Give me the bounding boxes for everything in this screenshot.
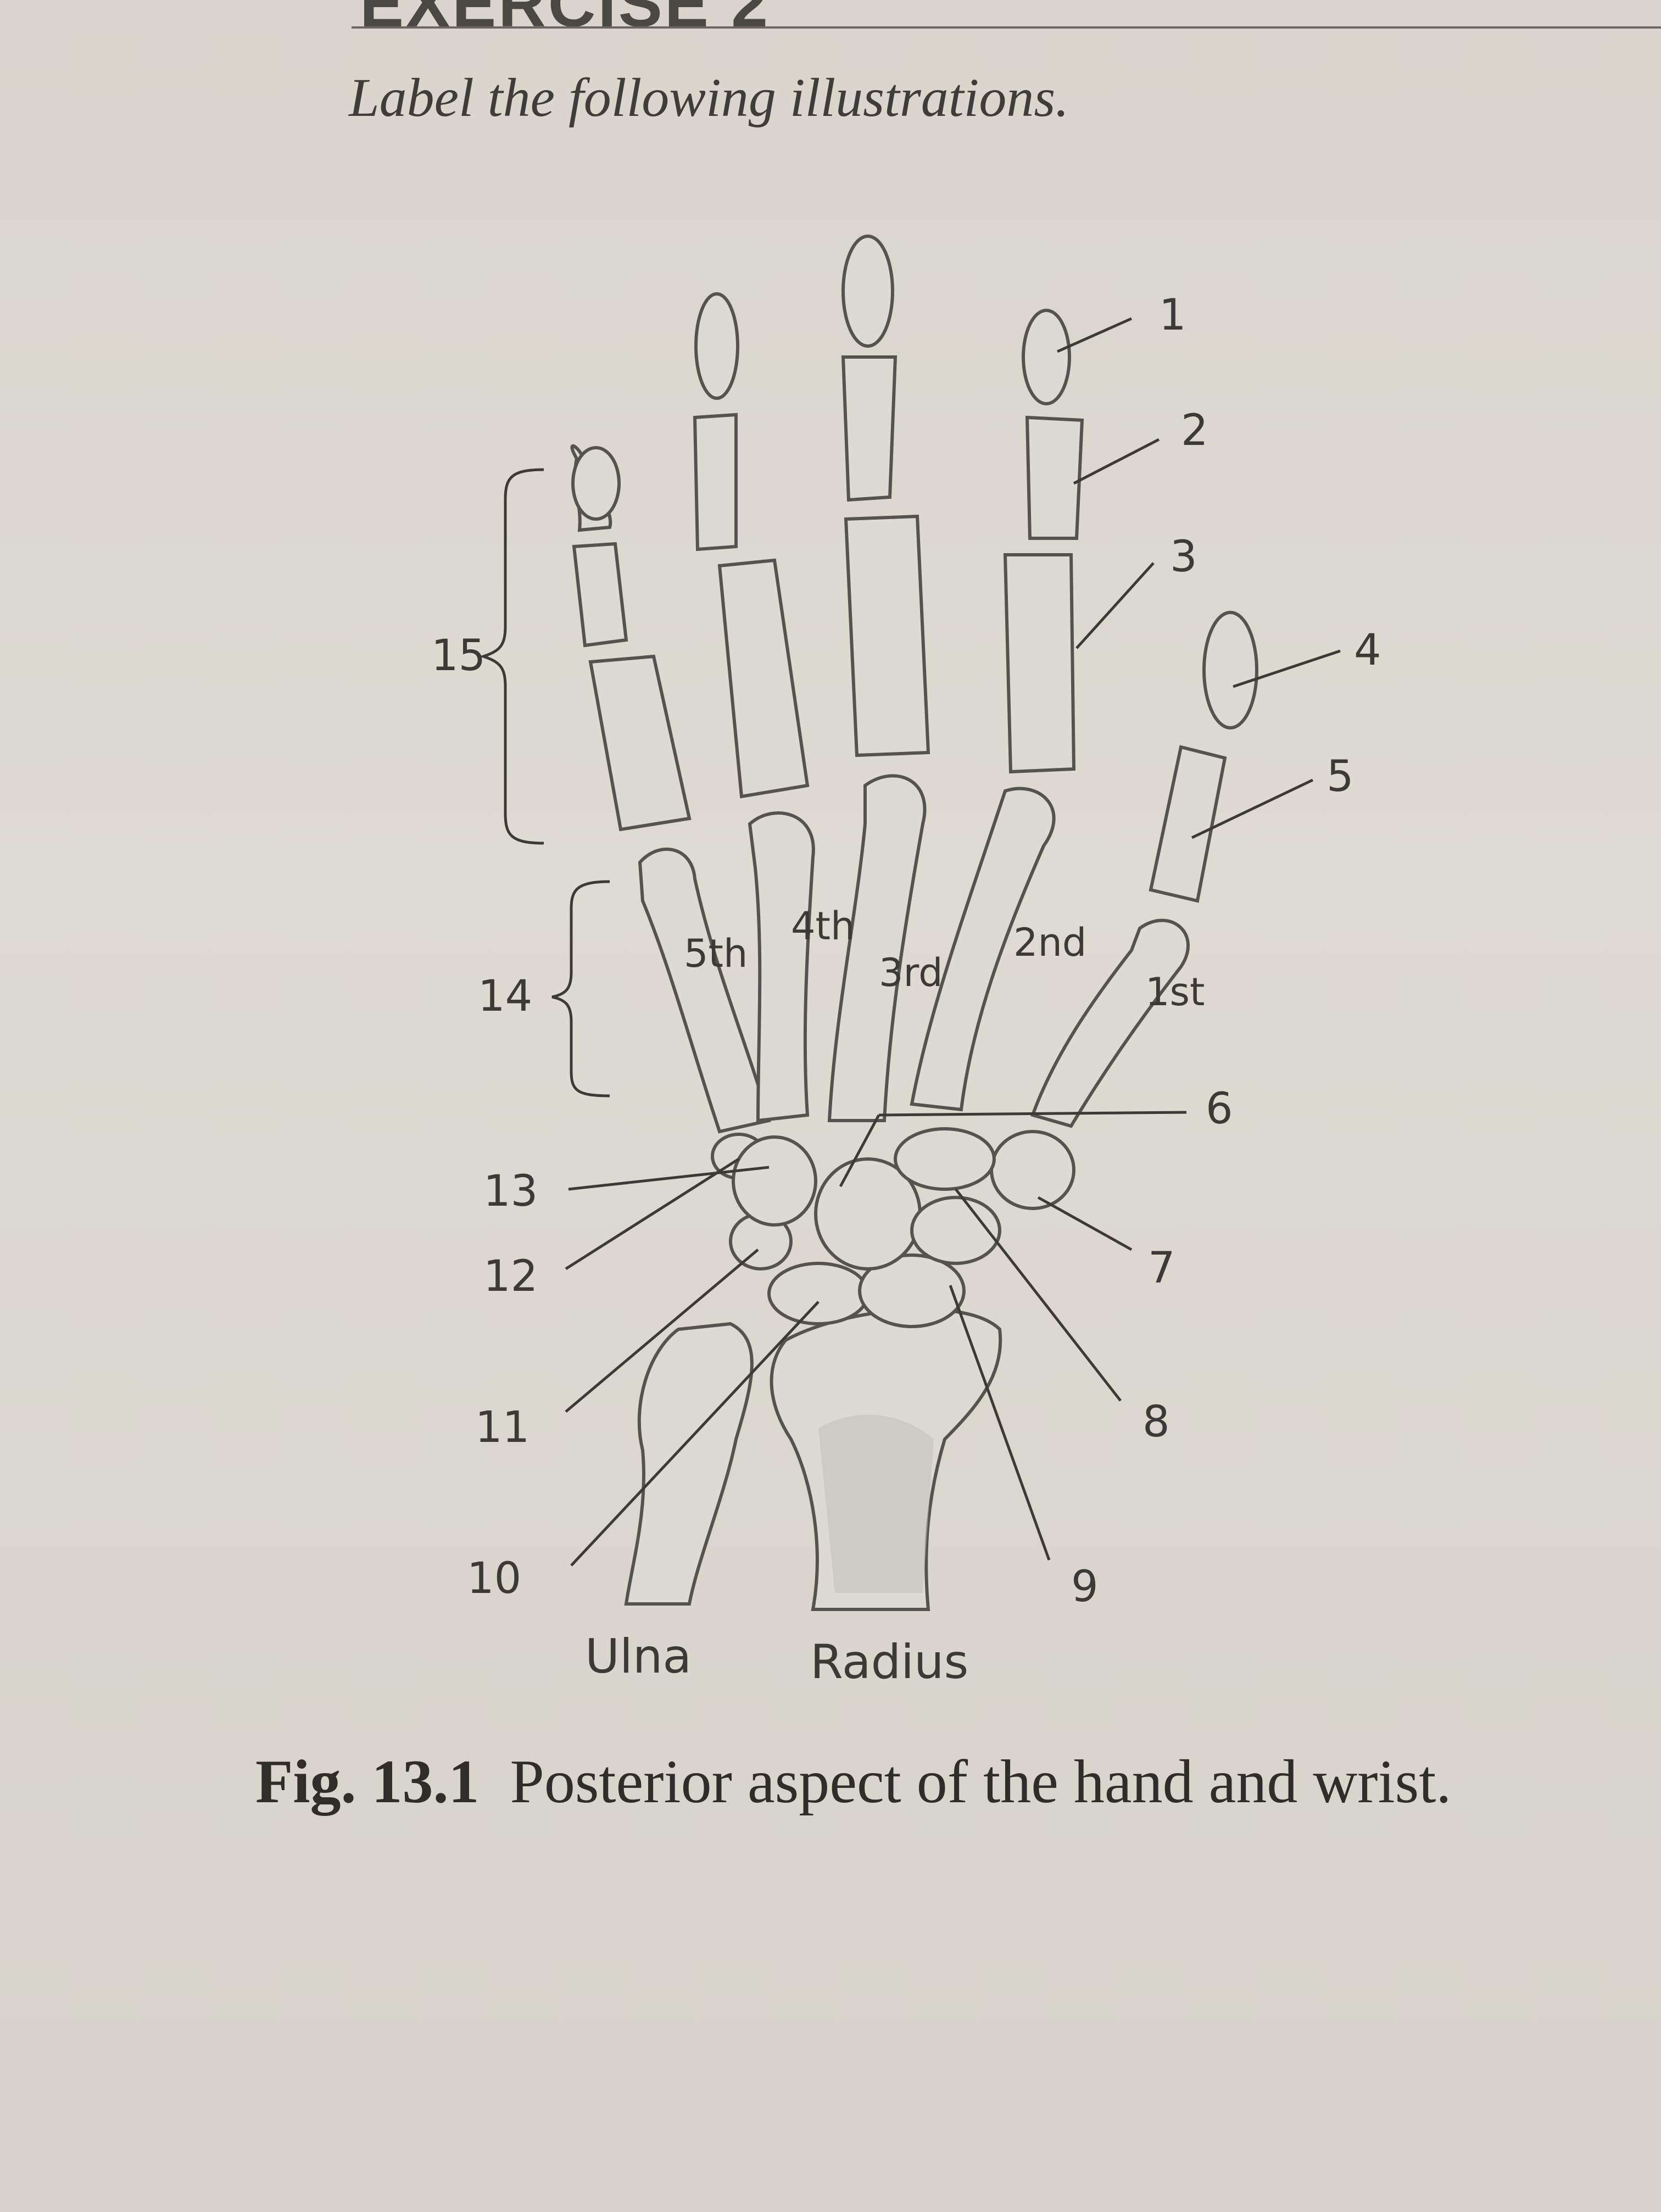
label-11: 11 [475,1403,529,1452]
label-1: 1 [1159,291,1186,340]
third-metacarpal [827,774,927,1122]
ulna-bone [624,1322,754,1606]
second-distal-phalanx [1022,309,1071,405]
metacarpal-label-4th: 4th [791,904,855,949]
radius-bone [770,1307,1002,1611]
third-middle-phalanx [841,355,898,502]
label-5: 5 [1326,752,1354,801]
figure-caption-text: Posterior aspect of the hand and wrist. [510,1748,1452,1816]
metacarpal-label-3rd: 3rd [879,950,943,995]
first-distal-phalanx [1202,611,1258,729]
exercise-heading: EXERCISE 2 [360,0,770,41]
label-13: 13 [483,1167,538,1216]
lunate-bone [767,1262,869,1325]
second-metacarpal [910,787,1056,1112]
label-7: 7 [1148,1244,1175,1293]
label-14: 14 [478,972,532,1021]
metacarpal-label-1st: 1st [1145,970,1205,1015]
label-12: 12 [483,1252,538,1301]
label-6: 6 [1206,1084,1233,1134]
first-metacarpal [1030,918,1190,1128]
carpal-bones [711,1127,1075,1328]
fifth-middle-phalanx [572,542,628,648]
fifth-metacarpal [638,848,771,1134]
fourth-metacarpal [748,811,815,1123]
phalanges-brace [479,468,544,845]
trapezoid-bone [910,1196,1001,1265]
metacarpal-bones [638,774,1190,1134]
figure-caption: Fig. 13.1 Posterior aspect of the hand an… [255,1747,1451,1818]
scaphoid-bone [858,1253,966,1328]
metacarpal-label-5th: 5th [684,931,748,976]
fourth-proximal-phalanx [717,558,810,799]
fifth-proximal-phalanx [588,654,692,832]
first-proximal-phalanx [1149,745,1227,903]
fifth-distal-phalanx [571,446,621,521]
figure-number: Fig. 13.1 [255,1748,480,1816]
middle-phalanges [572,355,1084,648]
label-4: 4 [1354,626,1381,675]
third-proximal-phalanx [844,514,930,757]
metacarpal-label-2nd: 2nd [1013,920,1086,965]
hamate-bone [732,1135,817,1227]
label-9: 9 [1071,1562,1099,1612]
proximal-phalanges [588,514,1227,903]
metacarpals-brace [551,880,610,1097]
label-3: 3 [1170,532,1197,582]
ulna-label: Ulna [585,1629,692,1684]
label-15: 15 [431,631,486,681]
label-8: 8 [1142,1397,1170,1447]
label-2: 2 [1181,406,1208,455]
fourth-distal-phalanx [694,292,739,400]
third-distal-phalanx [841,235,894,348]
trapezium-bone [990,1130,1075,1210]
heading-rule [352,26,1661,29]
instructions-text: Label the following illustrations. [349,67,1069,128]
distal-phalanges [570,235,1258,729]
second-middle-phalanx [1025,415,1084,540]
label-10: 10 [467,1554,521,1603]
radius-label: Radius [810,1635,968,1690]
fourth-middle-phalanx [693,413,738,551]
leader-lines [565,317,1341,1567]
second-proximal-phalanx [1003,553,1076,774]
